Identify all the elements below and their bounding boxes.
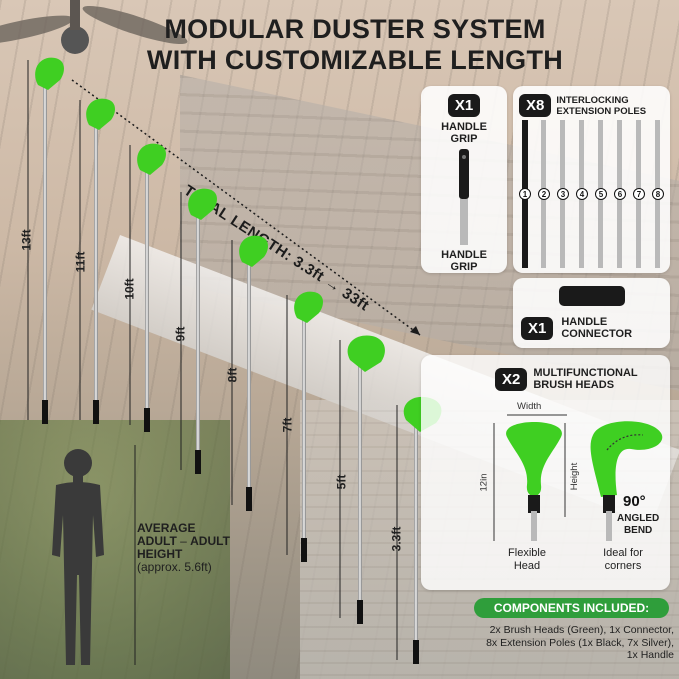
components-line-2: 8x Extension Poles (1x Black, 7x Silver)… xyxy=(486,636,674,649)
pole-length-label: 3.3ft xyxy=(389,526,404,552)
flex-label-1: Flexible xyxy=(508,547,546,559)
extension-label-2: EXTENSION POLES xyxy=(556,105,647,117)
width-label: Width xyxy=(517,401,542,412)
pole-5ft xyxy=(347,335,385,624)
ceiling-fan-icon xyxy=(0,0,188,54)
handle-connector-panel: X1 HANDLE CONNECTOR xyxy=(513,278,670,348)
pole-7ft xyxy=(294,291,324,562)
handle-top-label-1: HANDLE xyxy=(441,121,487,133)
pole-10ft xyxy=(137,143,167,432)
brush-label-2: BRUSH HEADS xyxy=(533,379,615,391)
components-included-list: 2x Brush Heads (Green), 1x Connector, 8x… xyxy=(430,624,674,662)
connector-label-1: HANDLE xyxy=(561,316,608,328)
average-adult-height-label: AVERAGE ADULT – ADULT HEIGHT (approx. 5.… xyxy=(137,521,230,574)
angle-value: 90° xyxy=(623,493,646,510)
extension-badge: X8 xyxy=(519,94,552,117)
pole-length-label: 7ft xyxy=(280,417,295,433)
handle-grip-icon xyxy=(459,149,469,245)
pole-length-label: 11ft xyxy=(73,251,88,273)
pole-length-label: 13ft xyxy=(19,229,34,251)
angle-label-1: ANGLED xyxy=(617,513,660,524)
handle-bottom-label-1: HANDLE xyxy=(441,249,487,261)
adult-line-4: (approx. 5.6ft) xyxy=(137,560,212,574)
title-line-2: WITH CUSTOMIZABLE LENGTH xyxy=(146,45,564,75)
adult-line-2b: ADULT xyxy=(190,534,230,548)
ideal-label-1: Ideal for xyxy=(603,547,643,559)
angle-label-2: BEND xyxy=(623,525,653,536)
brush-heads-illustration xyxy=(493,414,663,541)
pole-length-label: 9ft xyxy=(173,326,188,342)
connector-badge: X1 xyxy=(521,316,554,340)
handle-top-label-2: GRIP xyxy=(450,133,478,145)
lawn-background xyxy=(0,420,230,679)
pole-number-badge: 5 xyxy=(595,188,607,200)
adult-line-3: HEIGHT xyxy=(137,547,183,561)
brush-label-1: MULTIFUNCTIONAL xyxy=(533,367,638,379)
brush-badge: X2 xyxy=(495,367,528,391)
human-silhouette-icon xyxy=(52,449,104,665)
pole-number-badge: 7 xyxy=(633,188,645,200)
handle-bottom-label-2: GRIP xyxy=(450,261,478,273)
pole-number-badge: 2 xyxy=(538,188,550,200)
pole-length-label: 10ft xyxy=(122,278,137,300)
length-label: 12in xyxy=(478,473,490,492)
components-line-3: 1x Handle xyxy=(626,649,674,661)
handle-grip-panel: X1 HANDLE GRIP HANDLE GRIP xyxy=(421,86,507,273)
pole-8ft xyxy=(239,235,269,511)
pole-number-badge: 3 xyxy=(557,188,569,200)
measurement-lines xyxy=(27,60,398,665)
handle-badge: X1 xyxy=(447,94,481,117)
pole-number-badge: 8 xyxy=(652,188,664,200)
extension-label-1: INTERLOCKING xyxy=(556,94,629,106)
ideal-label-2: corners xyxy=(604,560,642,572)
height-label: Height xyxy=(569,462,581,491)
adult-line-1: AVERAGE xyxy=(137,521,196,535)
title-line-1: MODULAR DUSTER SYSTEM xyxy=(164,14,546,44)
pole-9ft xyxy=(188,188,218,474)
flex-label-2: Head xyxy=(513,560,541,572)
pole-length-label: 8ft xyxy=(225,367,240,383)
pole-number-badge: 4 xyxy=(576,188,588,200)
extension-poles-panel: X8 INTERLOCKING EXTENSION POLES 1 2 3 4 … xyxy=(513,86,670,273)
connector-label-2: CONNECTOR xyxy=(561,328,633,340)
pole-length-label: 5ft xyxy=(334,474,349,490)
pole-number-badge: 1 xyxy=(519,188,531,200)
pole-13ft xyxy=(35,57,65,424)
components-line-1: 2x Brush Heads (Green), 1x Connector, xyxy=(489,624,674,636)
brush-heads-panel: X2 MULTIFUNCTIONAL BRUSH HEADS Width 12i… xyxy=(421,355,670,590)
components-included-title: COMPONENTS INCLUDED: xyxy=(474,598,669,618)
page-title: MODULAR DUSTER SYSTEM WITH CUSTOMIZABLE … xyxy=(120,14,590,76)
pole-number-badge: 6 xyxy=(614,188,626,200)
adult-line-2: ADULT xyxy=(137,534,177,548)
connector-icon xyxy=(559,286,625,306)
pole-11ft xyxy=(86,98,116,424)
